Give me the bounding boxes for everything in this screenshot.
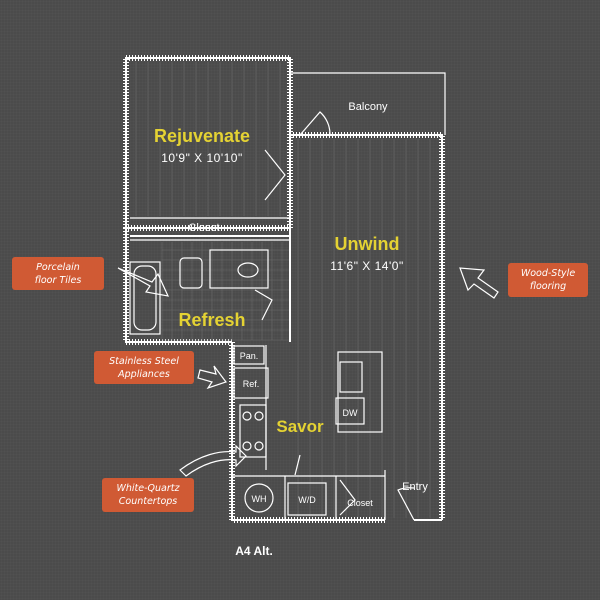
callout-stainless-line1: Stainless Steel	[109, 356, 179, 367]
arrow-icon	[197, 365, 227, 390]
washer-dryer	[287, 482, 327, 516]
kitchen	[233, 345, 383, 470]
callout-porcelain-line2: floor Tiles	[35, 275, 82, 286]
label-closet-top: Closet	[188, 222, 219, 234]
label-pantry: Pan.	[240, 351, 259, 361]
room-name-rejuvenate: Rejuvenate	[154, 126, 250, 146]
laundry-closet	[232, 454, 415, 521]
refrigerator	[233, 367, 269, 399]
label-dishwasher: DW	[343, 408, 358, 418]
entry-door	[397, 487, 415, 521]
label-refrigerator: Ref.	[243, 379, 260, 389]
callout-wood-line1: Wood-Style	[521, 268, 575, 279]
callout-wood: Wood-Style flooring	[459, 263, 588, 299]
toilet	[179, 257, 203, 289]
balcony-area	[289, 72, 446, 136]
callout-quartz-line2: Countertops	[119, 496, 178, 507]
room-dims-unwind: 11'6" X 14'0"	[330, 259, 403, 273]
plan-title: A4 Alt.	[235, 544, 273, 558]
room-name-unwind: Unwind	[335, 234, 400, 254]
callout-porcelain-line1: Porcelain	[36, 262, 80, 273]
water-heater	[244, 483, 274, 513]
room-dims-rejuvenate: 10'9" X 10'10"	[161, 151, 243, 165]
callout-stainless-line2: Appliances	[117, 369, 170, 380]
dishwasher	[335, 397, 365, 425]
bedroom-walls	[130, 135, 291, 241]
label-washer-dryer: W/D	[298, 495, 316, 505]
wood-flooring-pattern	[135, 62, 431, 518]
label-entry: Entry	[402, 481, 428, 493]
callout-stainless: Stainless Steel Appliances	[94, 351, 227, 390]
room-name-refresh: Refresh	[178, 310, 245, 330]
sink	[339, 361, 363, 393]
arrow-icon	[179, 444, 247, 477]
label-closet-bottom: Closet	[347, 498, 373, 508]
room-name-savor: Savor	[276, 417, 324, 436]
pantry	[233, 345, 265, 365]
arrow-icon	[117, 267, 170, 297]
callout-quartz-line1: White-Quartz	[117, 483, 181, 494]
label-water-heater: WH	[252, 494, 267, 504]
vanity	[209, 249, 269, 289]
bathtub	[129, 261, 161, 335]
callout-wood-line2: flooring	[530, 281, 566, 292]
label-balcony: Balcony	[348, 101, 388, 113]
bathroom	[129, 240, 291, 342]
callout-quartz: White-Quartz Countertops	[102, 444, 247, 512]
arrow-icon	[459, 267, 499, 299]
kitchen-island	[337, 351, 383, 433]
callout-porcelain: Porcelain floor Tiles	[12, 257, 170, 297]
